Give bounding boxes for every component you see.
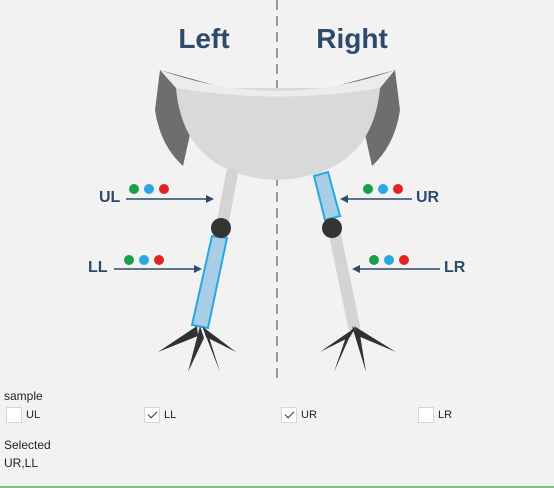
dot-lr-green: [369, 255, 379, 265]
sample-caption: sample: [4, 389, 43, 403]
selected-value: UR,LL: [4, 456, 39, 470]
leg-ul-segment[interactable]: [216, 168, 238, 232]
body: [176, 88, 380, 180]
dot-lr-blue: [384, 255, 394, 265]
arrow-ll-head: [194, 265, 202, 273]
dot-ll-red: [154, 255, 164, 265]
body-top: [160, 70, 395, 97]
leg-ur-segment[interactable]: [312, 170, 342, 222]
left-claw: [158, 326, 236, 372]
label-ul: UL: [99, 189, 121, 206]
dot-ur-green: [363, 184, 373, 194]
arrow-lr-head: [352, 265, 360, 273]
right-side-title: Right: [316, 23, 388, 54]
left-side-title: Left: [178, 23, 229, 54]
checkbox-ll[interactable]: LL: [144, 406, 176, 424]
leg-ll-segment[interactable]: [190, 234, 229, 330]
checkbox-ll-box[interactable]: [144, 407, 160, 423]
right-claw: [320, 326, 396, 372]
checkbox-ul-box[interactable]: [6, 407, 22, 423]
dot-ll-green: [124, 255, 134, 265]
selected-caption: Selected: [4, 438, 51, 452]
checkbox-lr[interactable]: LR: [418, 406, 452, 424]
label-ur: UR: [416, 189, 440, 206]
dot-lr-red: [399, 255, 409, 265]
label-ll: LL: [88, 259, 108, 276]
dot-ur-red: [393, 184, 403, 194]
dot-ll-blue: [139, 255, 149, 265]
dot-ul-red: [159, 184, 169, 194]
arrow-ur-head: [340, 195, 348, 203]
label-lr: LR: [444, 259, 466, 276]
checkbox-lr-label: LR: [438, 409, 453, 421]
left-knee-joint: [211, 218, 231, 238]
leg-lr-segment[interactable]: [328, 224, 360, 332]
checkbox-ur[interactable]: UR: [281, 406, 317, 424]
check-icon: [284, 408, 294, 419]
checkbox-ll-label: LL: [164, 409, 177, 421]
bottom-border: [0, 486, 554, 488]
dot-ul-green: [129, 184, 139, 194]
checkbox-lr-box[interactable]: [418, 407, 434, 423]
checkbox-ur-label: UR: [301, 409, 317, 421]
arrow-ul-head: [206, 195, 214, 203]
dot-ur-blue: [378, 184, 388, 194]
dot-ul-blue: [144, 184, 154, 194]
right-knee-joint: [322, 218, 342, 238]
checkbox-ul[interactable]: UL: [6, 406, 40, 424]
checkbox-ur-box[interactable]: [281, 407, 297, 423]
check-icon: [147, 408, 157, 419]
leg-diagram: Left Right UL LL UR LR: [88, 0, 466, 378]
checkbox-ul-label: UL: [26, 409, 41, 421]
